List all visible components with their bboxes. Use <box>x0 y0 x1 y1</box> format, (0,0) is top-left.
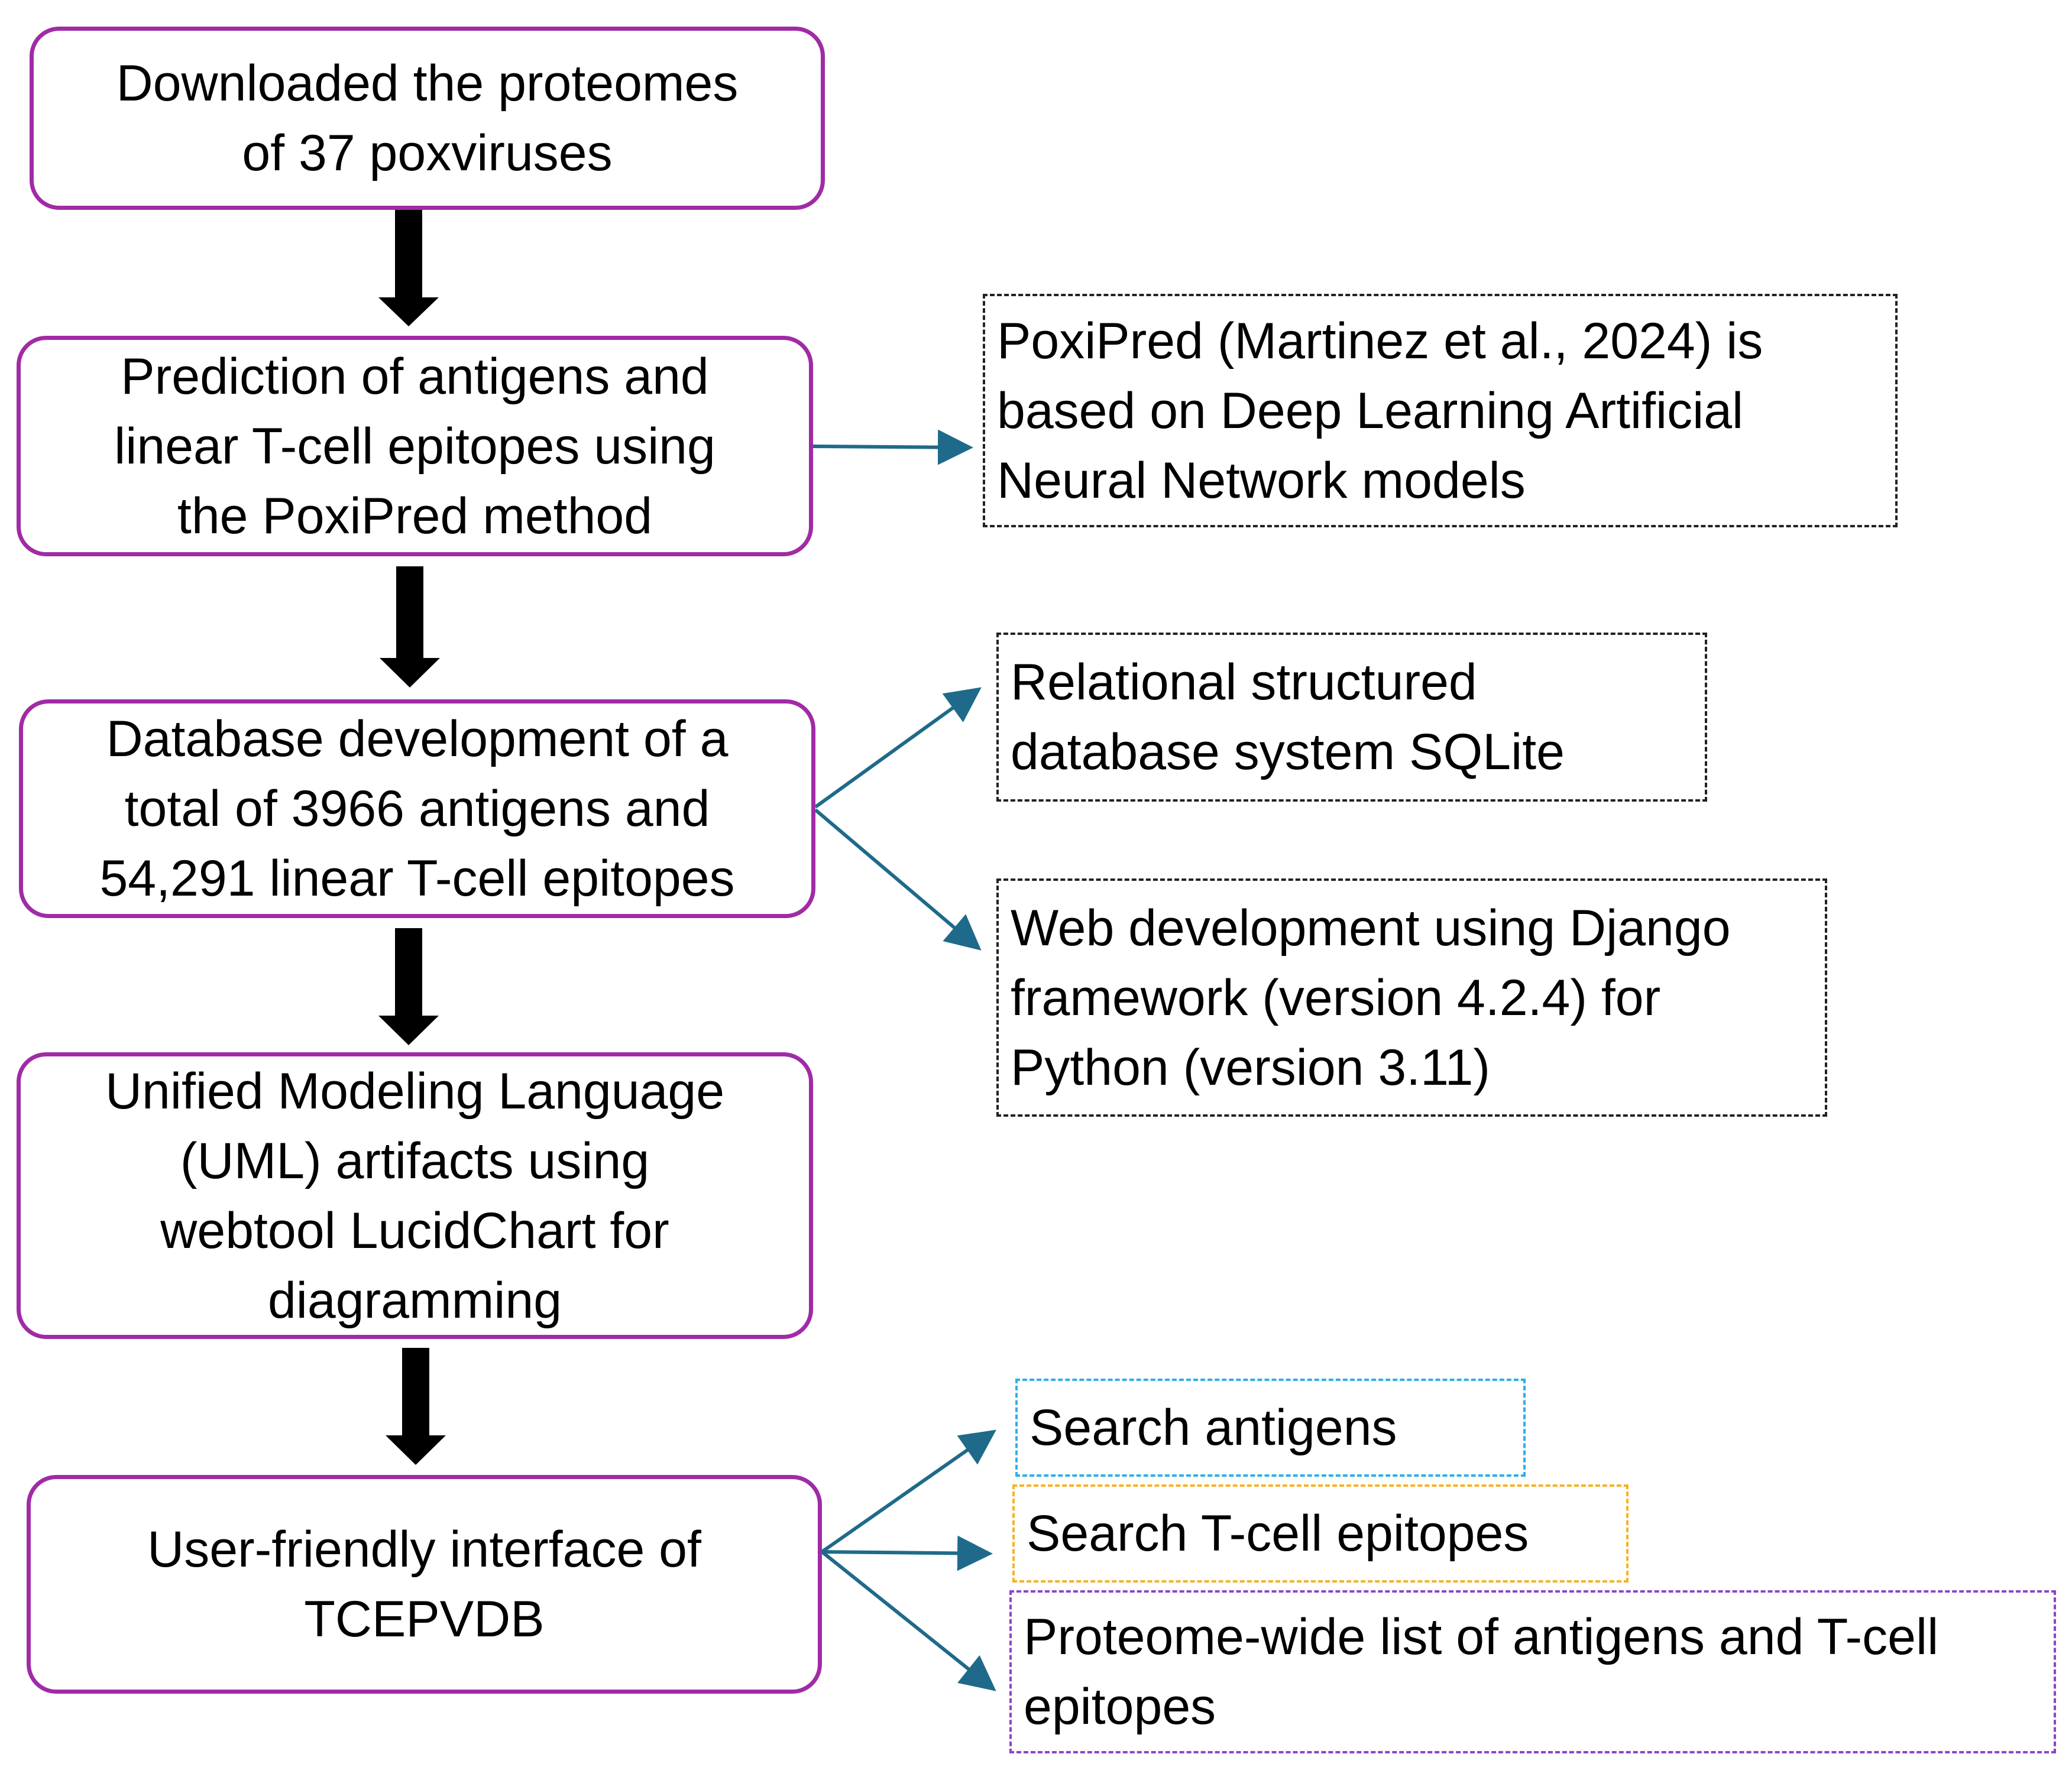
step-line: Unified Modeling Language <box>105 1062 725 1120</box>
step-download-proteomes-text: Downloaded the proteomes of 37 poxviruse… <box>116 48 739 188</box>
note-line: Python (version 3.11) <box>1011 1039 1491 1096</box>
step-line: TCEPVDB <box>304 1591 545 1648</box>
step-download-proteomes: Downloaded the proteomes of 37 poxviruse… <box>30 27 825 210</box>
step-uml-artifacts-text: Unified Modeling Language (UML) artifact… <box>105 1056 724 1335</box>
note-line: Relational structured <box>1011 654 1477 711</box>
flow-arrow-1-to-2 <box>378 210 439 326</box>
note-sqlite: Relational structured database system SQ… <box>996 633 1707 802</box>
flow-arrow-4-to-5 <box>386 1348 446 1465</box>
step-line: diagramming <box>267 1272 562 1329</box>
step-line: (UML) artifacts using <box>180 1132 650 1189</box>
step-prediction: Prediction of antigens and linear T-cell… <box>17 336 813 556</box>
note-sqlite-text: Relational structured database system SQ… <box>1011 647 1565 787</box>
flow-arrow-3-to-4 <box>378 928 439 1045</box>
step-line: Database development of a <box>106 711 729 767</box>
output-proteome-list-text: Proteome-wide list of antigens and T-cel… <box>1024 1602 2042 1742</box>
step-line: webtool LucidChart for <box>160 1202 669 1259</box>
step-line: Prediction of antigens and <box>121 348 709 405</box>
step-database-development: Database development of a total of 3966 … <box>19 699 815 918</box>
output-line: Search antigens <box>1029 1399 1397 1456</box>
output-line: Search T-cell epitopes <box>1027 1505 1529 1562</box>
step-line: User-friendly interface of <box>147 1521 701 1578</box>
note-line: Web development using Django <box>1011 899 1731 957</box>
note-line: based on Deep Learning Artificial <box>997 382 1744 439</box>
output-search-epitopes: Search T-cell epitopes <box>1012 1484 1629 1583</box>
step-line: 54,291 linear T-cell epitopes <box>99 850 735 907</box>
step-prediction-text: Prediction of antigens and linear T-cell… <box>114 342 716 551</box>
note-django-text: Web development using Django framework (… <box>1011 893 1731 1103</box>
step-line: linear T-cell epitopes using <box>114 417 716 475</box>
connector-step3-to-sqlite-note <box>814 687 982 809</box>
note-line: database system SQLite <box>1011 724 1565 780</box>
output-line: Proteome-wide list of antigens and T-cel… <box>1024 1609 1939 1665</box>
flow-arrow-2-to-3 <box>380 566 440 688</box>
note-poxipred-text: PoxiPred (Martinez et al., 2024) is base… <box>997 306 1883 515</box>
output-line: epitopes <box>1024 1678 1216 1735</box>
step-line: Downloaded the proteomes <box>116 55 739 112</box>
note-poxipred: PoxiPred (Martinez et al., 2024) is base… <box>983 294 1898 527</box>
step-line: the PoxiPred method <box>177 487 653 544</box>
output-search-epitopes-text: Search T-cell epitopes <box>1027 1499 1529 1568</box>
connector-step5-to-proteome-list <box>821 1550 996 1691</box>
output-search-antigens: Search antigens <box>1015 1379 1526 1477</box>
connector-step5-to-search-antigens <box>821 1429 996 1554</box>
note-line: Neural Network models <box>997 452 1526 509</box>
step-user-interface-text: User-friendly interface of TCEPVDB <box>147 1515 701 1654</box>
connector-step5-to-search-epitopes <box>821 1535 993 1571</box>
step-line: of 37 poxviruses <box>242 125 613 181</box>
step-uml-artifacts: Unified Modeling Language (UML) artifact… <box>17 1052 813 1339</box>
step-user-interface: User-friendly interface of TCEPVDB <box>27 1475 822 1694</box>
note-line: framework (version 4.2.4) for <box>1011 969 1661 1026</box>
output-search-antigens-text: Search antigens <box>1029 1393 1397 1463</box>
connector-step2-to-poxipred-note <box>812 429 973 465</box>
step-database-development-text: Database development of a total of 3966 … <box>99 704 734 913</box>
connector-step3-to-django-note <box>814 808 982 951</box>
step-line: total of 3966 antigens and <box>124 780 710 837</box>
output-proteome-list: Proteome-wide list of antigens and T-cel… <box>1009 1590 2056 1753</box>
note-django: Web development using Django framework (… <box>996 878 1827 1117</box>
note-line: PoxiPred (Martinez et al., 2024) is <box>997 312 1763 369</box>
